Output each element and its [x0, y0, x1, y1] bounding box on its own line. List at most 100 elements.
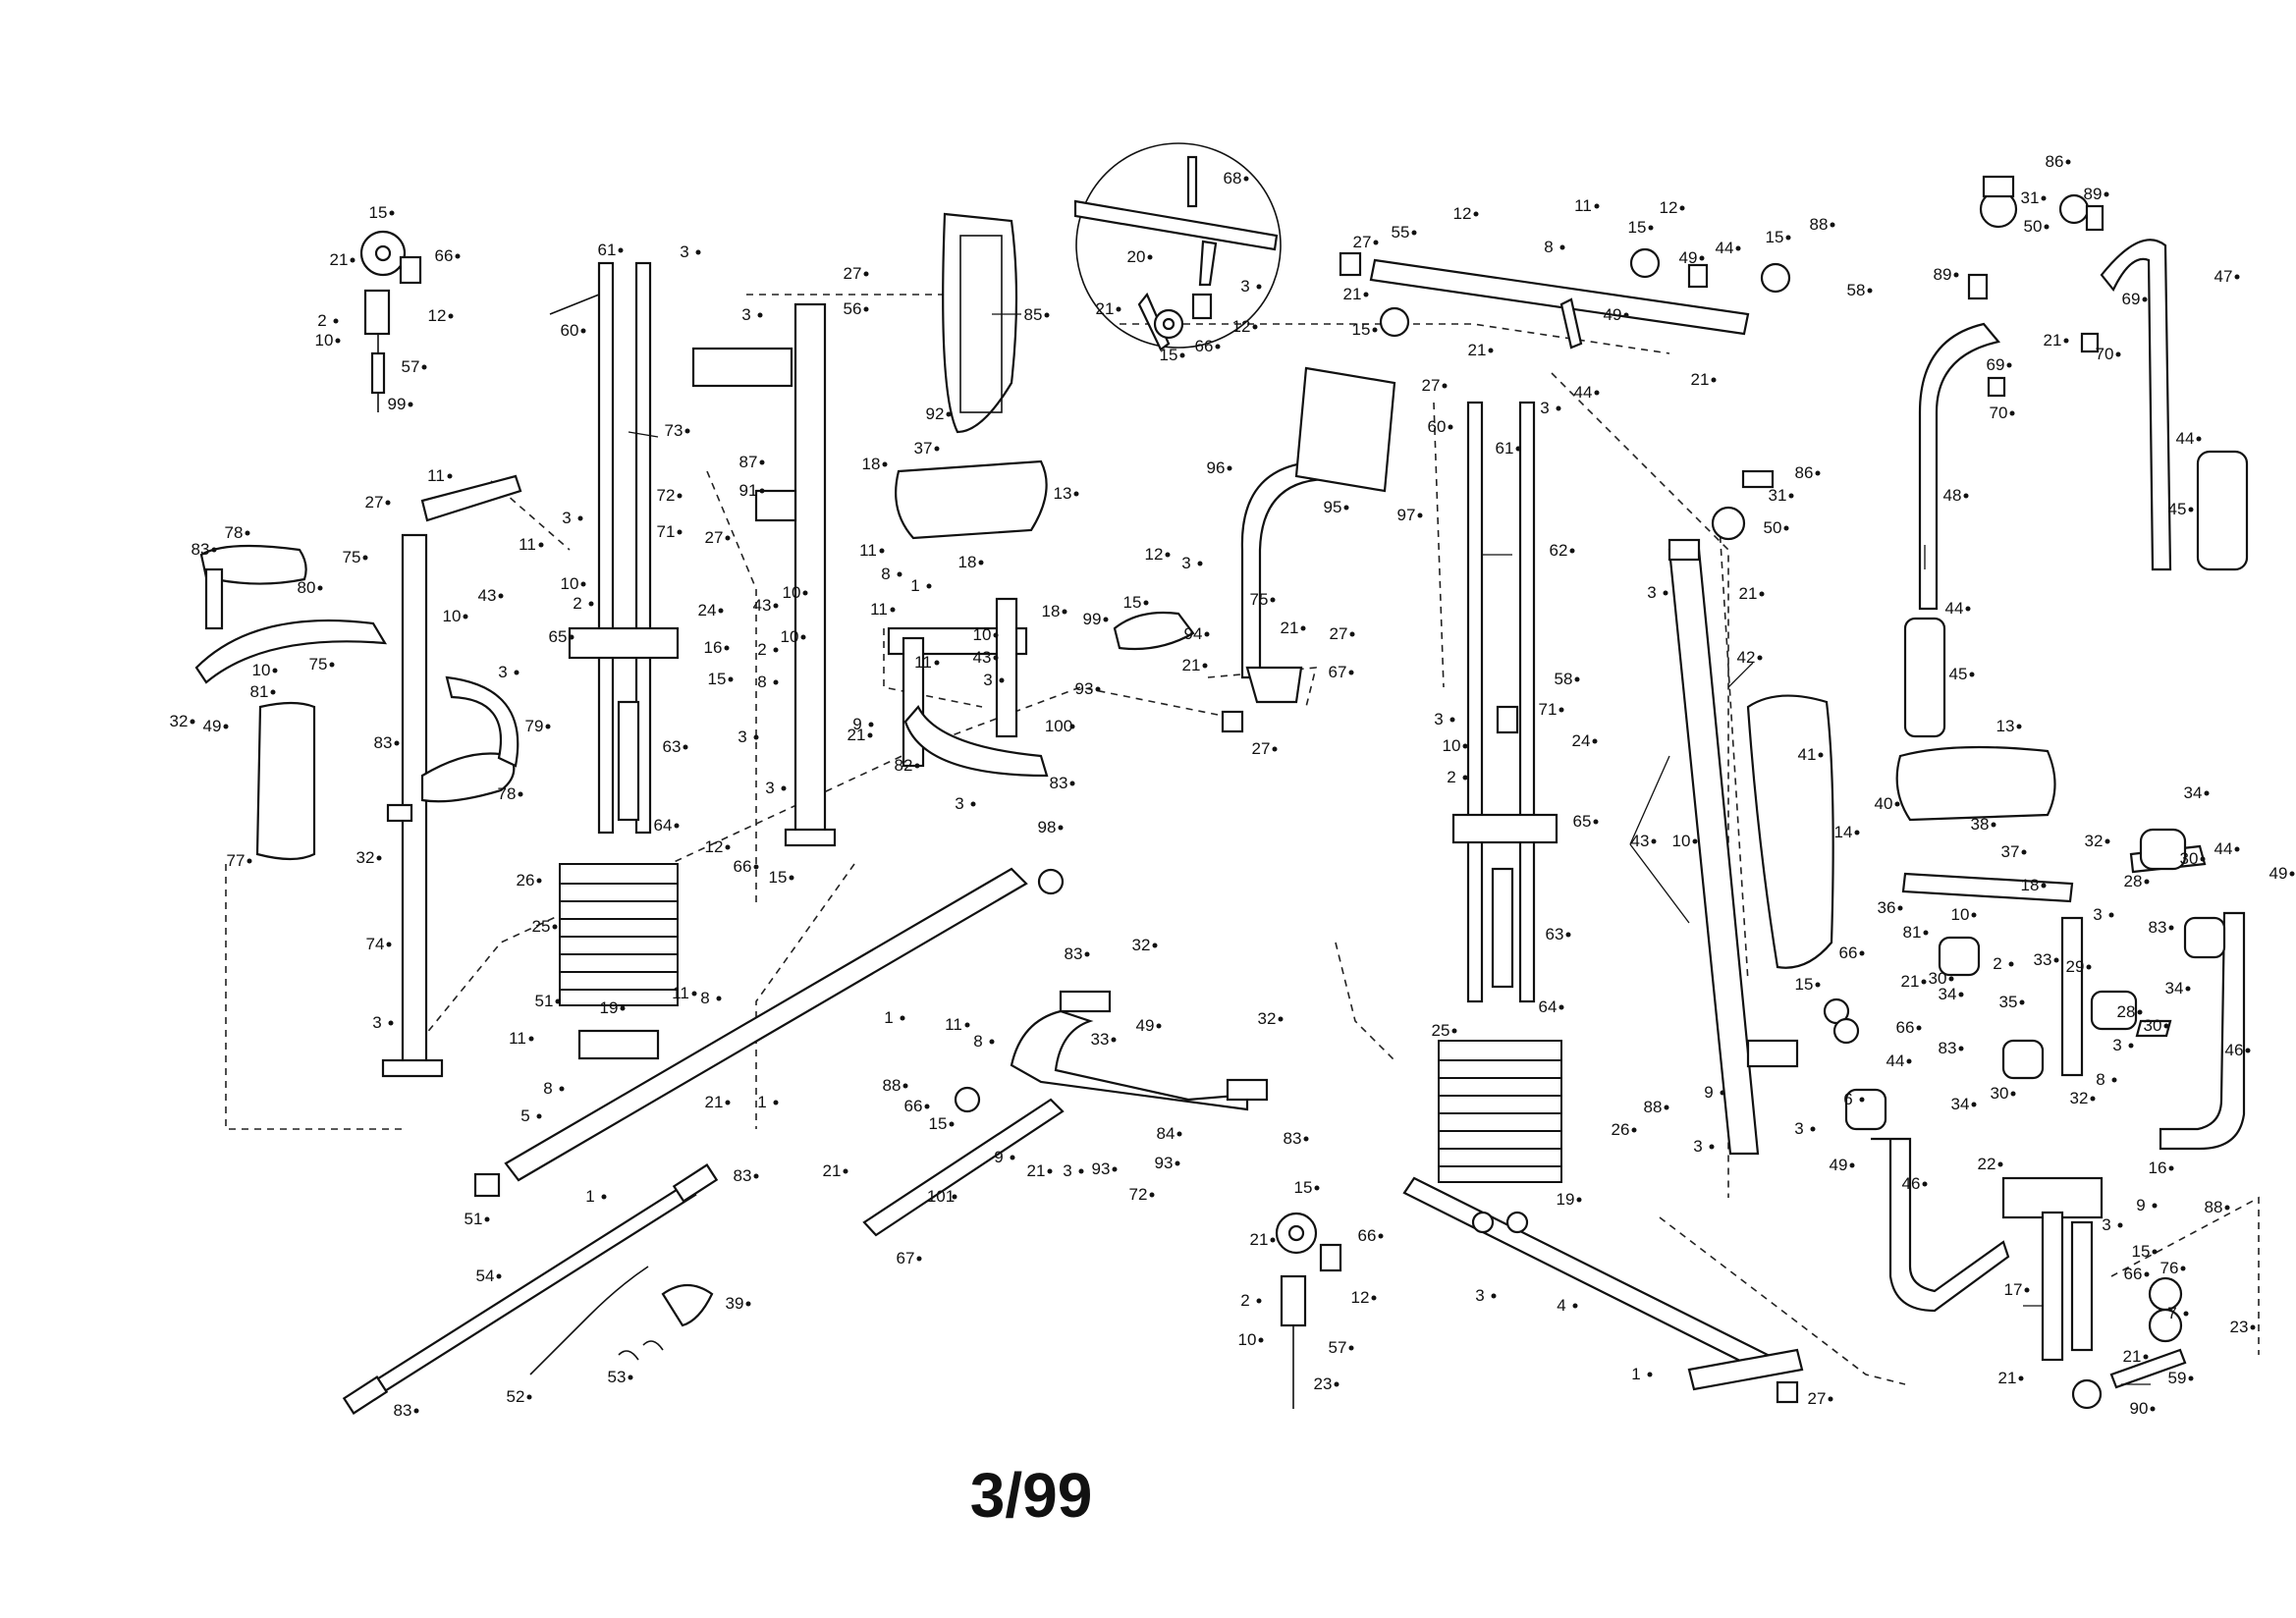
callout-part-65: 65	[549, 627, 568, 646]
callout-part-3: 3	[1434, 710, 1443, 728]
callout-marker	[2105, 838, 2110, 844]
base-frame-right	[1402, 1176, 1804, 1404]
callout-part-73: 73	[665, 421, 683, 440]
callout-part-31: 31	[2021, 189, 2040, 207]
callout-marker	[773, 603, 779, 609]
tall-upright-backrest	[1667, 469, 1860, 1156]
callout-marker	[1202, 663, 1208, 669]
callout-marker	[1491, 1293, 1497, 1299]
callout-marker	[2143, 1354, 2149, 1360]
callout-marker	[190, 719, 195, 725]
callout-marker	[914, 763, 920, 769]
callout-part-34: 34	[1951, 1095, 1970, 1113]
callout-marker	[753, 734, 759, 740]
callout-part-38: 38	[1971, 815, 1990, 834]
callout-marker	[1958, 992, 1964, 998]
callout-part-11: 11	[1574, 196, 1592, 215]
callout-part-43: 43	[973, 648, 992, 667]
callout-marker	[1258, 1337, 1264, 1343]
callout-marker	[2053, 957, 2059, 963]
callout-part-60: 60	[561, 321, 579, 340]
callout-part-15: 15	[929, 1114, 948, 1133]
callout-part-3: 3	[983, 671, 992, 689]
callout-marker	[1300, 625, 1306, 631]
callout-part-86: 86	[2046, 152, 2064, 171]
callout-marker	[1815, 982, 1821, 988]
callout-part-58: 58	[1555, 670, 1573, 688]
callout-marker	[1047, 1168, 1053, 1174]
callout-marker	[1867, 288, 1873, 294]
callout-marker	[628, 1375, 633, 1380]
callout-marker	[518, 791, 523, 797]
callout-marker	[1349, 631, 1355, 637]
callout-marker	[335, 338, 341, 344]
callout-part-11: 11	[672, 984, 689, 1002]
callout-marker	[1058, 825, 1064, 831]
callout-marker	[2024, 1287, 2030, 1293]
callout-marker	[716, 996, 722, 1001]
callout-part-2: 2	[1993, 954, 2001, 973]
base-frame-left	[473, 867, 1065, 1198]
callout-part-41: 41	[1798, 745, 1817, 764]
callout-part-39: 39	[726, 1294, 744, 1313]
callout-part-27: 27	[365, 493, 384, 512]
callout-part-10: 10	[252, 661, 271, 679]
callout-marker	[1204, 631, 1210, 637]
callout-part-2: 2	[1447, 768, 1455, 786]
callout-marker	[674, 823, 680, 829]
callout-part-8: 8	[973, 1032, 982, 1051]
lower-right-pulley-post	[2001, 1176, 2187, 1410]
callout-part-90: 90	[2130, 1399, 2149, 1418]
callout-part-45: 45	[1949, 665, 1968, 683]
upper-right-arm	[1903, 175, 2249, 738]
callout-marker	[1095, 686, 1101, 692]
callout-part-12: 12	[1453, 204, 1472, 223]
callout-marker	[1958, 1046, 1964, 1052]
callout-part-8: 8	[757, 673, 766, 691]
callout-marker	[1227, 465, 1232, 471]
callout-marker	[1965, 606, 1971, 612]
callout-marker	[362, 555, 368, 561]
callout-part-88: 88	[1644, 1098, 1663, 1116]
callout-marker	[2115, 351, 2121, 357]
callout-part-72: 72	[1129, 1185, 1148, 1204]
callout-marker	[1417, 512, 1423, 518]
callout-marker	[1574, 676, 1580, 682]
callout-marker	[802, 590, 808, 596]
callout-marker	[1997, 1161, 2003, 1167]
callout-marker	[1069, 724, 1075, 729]
callout-marker	[759, 488, 765, 494]
callout-part-27: 27	[705, 528, 724, 547]
callout-marker	[902, 1083, 908, 1089]
callout-part-15: 15	[1294, 1178, 1313, 1197]
callout-marker	[882, 461, 888, 467]
callout-part-91: 91	[739, 481, 758, 500]
callout-part-88: 88	[2205, 1198, 2223, 1216]
callout-part-36: 36	[1878, 898, 1896, 917]
callout-part-34: 34	[2184, 783, 2203, 802]
callout-marker	[1243, 176, 1249, 182]
callout-marker	[552, 924, 558, 930]
callout-marker	[1854, 830, 1860, 836]
callout-marker	[970, 801, 976, 807]
callout-marker	[1448, 424, 1453, 430]
callout-marker	[1594, 203, 1600, 209]
callout-marker	[2224, 1205, 2230, 1211]
callout-marker	[1631, 1127, 1637, 1133]
callout-marker	[484, 1216, 490, 1222]
callout-part-21: 21	[1468, 341, 1487, 359]
callout-marker	[989, 1039, 995, 1045]
callout-marker	[1149, 1192, 1155, 1198]
back-pad-85	[942, 212, 1018, 434]
callout-part-26: 26	[1612, 1120, 1630, 1139]
callout-marker	[447, 473, 453, 479]
callout-marker	[1663, 590, 1668, 596]
callout-part-27: 27	[1422, 376, 1441, 395]
callout-part-62: 62	[1550, 541, 1568, 560]
callout-marker	[1647, 1372, 1653, 1377]
callout-part-32: 32	[2085, 832, 2104, 850]
callout-marker	[946, 411, 952, 417]
callout-marker	[1785, 235, 1791, 241]
callout-marker	[536, 878, 542, 884]
